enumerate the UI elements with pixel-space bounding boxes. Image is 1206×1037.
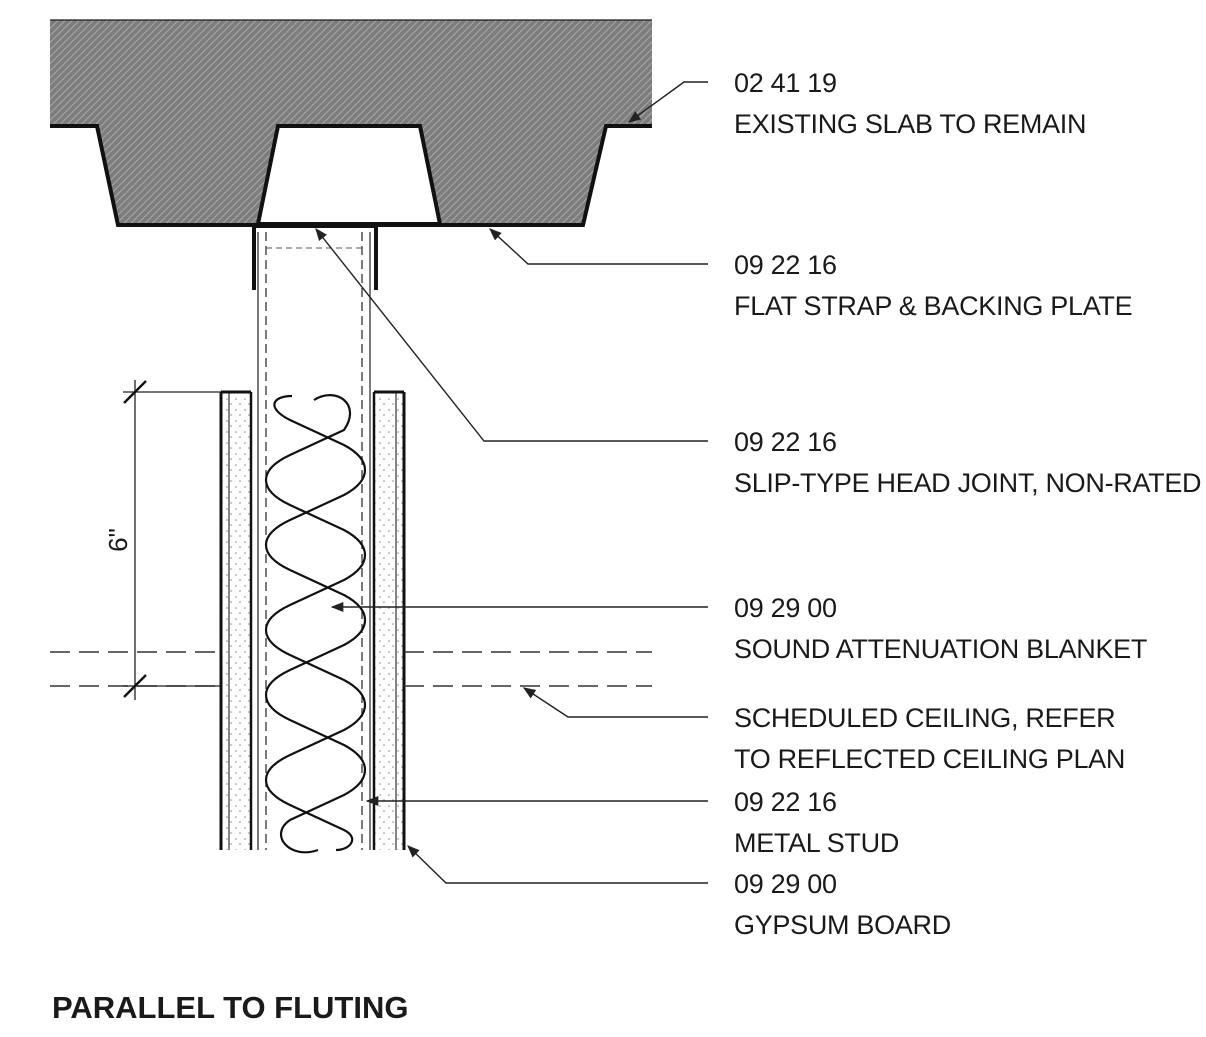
dimension-6in [123, 380, 221, 700]
note-blanket-code: 09 29 00 [734, 593, 837, 623]
sound-attenuation-blanket [264, 394, 367, 854]
metal-stud [257, 232, 371, 850]
note-gypsum-text: GYPSUM BOARD [734, 910, 951, 940]
existing-slab [50, 19, 652, 227]
note-gypsum-code: 09 29 00 [734, 869, 837, 899]
note-stud-code: 09 22 16 [734, 787, 837, 817]
detail-title: PARALLEL TO FLUTING [52, 990, 409, 1025]
note-ceiling-line1: SCHEDULED CEILING, REFER [734, 703, 1115, 733]
deck-flute-void [255, 124, 443, 226]
gypsum-board-right [372, 390, 406, 850]
gypsum-board-left [219, 390, 253, 850]
note-slab-code: 02 41 19 [734, 68, 837, 98]
note-blanket-text: SOUND ATTENUATION BLANKET [734, 634, 1147, 664]
scheduled-ceiling-lines [50, 651, 652, 687]
note-slab-text: EXISTING SLAB TO REMAIN [734, 109, 1086, 139]
note-strap-code: 09 22 16 [734, 250, 837, 280]
note-ceiling-line2: TO REFLECTED CEILING PLAN [734, 744, 1125, 774]
note-stud-text: METAL STUD [734, 828, 899, 858]
note-strap-text: FLAT STRAP & BACKING PLATE [734, 291, 1132, 321]
note-head-joint-code: 09 22 16 [734, 427, 837, 457]
leader-lines [315, 81, 708, 884]
dimension-label: 6" [103, 528, 133, 552]
annotation-notes: 02 41 19 EXISTING SLAB TO REMAIN 09 22 1… [734, 68, 1202, 940]
note-head-joint-text: SLIP-TYPE HEAD JOINT, NON-RATED [734, 468, 1201, 498]
flat-strap-backing-plate [252, 224, 378, 290]
